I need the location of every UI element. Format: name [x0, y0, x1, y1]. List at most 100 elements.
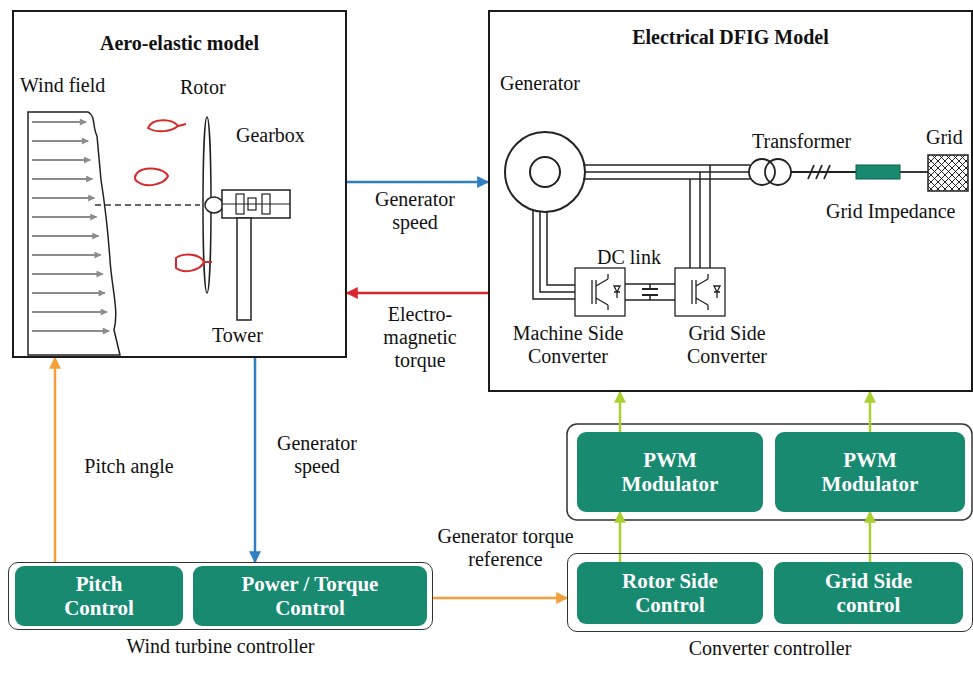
signal-arrow [433, 597, 567, 600]
group-caption: Converter controller [568, 637, 972, 660]
rotor-hub [205, 197, 223, 213]
grid-side-wires [690, 165, 710, 268]
control-block: Grid Side control [774, 562, 963, 624]
model-box: Aero-elastic model [12, 10, 347, 358]
wind-arrow [32, 273, 103, 275]
grid-symbol [928, 155, 968, 191]
part-label: Rotor [180, 76, 226, 99]
part-label: Grid Impedance [826, 200, 955, 223]
wind-arrow [32, 121, 86, 123]
part-label: Wind field [20, 74, 105, 97]
signal-arrow [347, 181, 488, 184]
tower [237, 218, 251, 320]
wind-field-outline [28, 112, 120, 355]
grid-impedance-symbol [856, 165, 900, 179]
signal-arrow [869, 512, 872, 562]
wire [709, 165, 711, 268]
shaft [222, 203, 290, 204]
part-label: Transformer [752, 130, 851, 153]
generator-inner [530, 157, 560, 187]
wind-arrows [32, 122, 109, 331]
wind-arrow [32, 159, 90, 161]
block-label: PWM Modulator [600, 448, 740, 496]
group-caption: Wind turbine controller [9, 635, 432, 658]
dc-link [625, 284, 675, 300]
rotor-axis [95, 204, 200, 206]
block-label: Grid Side control [799, 569, 939, 617]
signal-arrow [619, 392, 622, 432]
wire [533, 211, 575, 299]
signal-label: Generator torque reference [398, 525, 613, 571]
wind-arrow [32, 216, 97, 218]
part-label: Machine Side Converter [488, 322, 648, 368]
signal-label: Pitch angle [64, 455, 194, 478]
nacelle [222, 190, 290, 218]
signal-arrow [619, 512, 622, 562]
signal-arrow [347, 292, 488, 295]
igbt-symbol [592, 274, 620, 310]
block-label: Rotor Side Control [600, 569, 740, 617]
capacitor-plate [642, 288, 658, 290]
wire [583, 164, 750, 166]
rotor-wires [533, 211, 575, 299]
part-label: DC link [597, 246, 661, 269]
part-label: Generator [500, 72, 580, 95]
grid-side-converter-symbol [675, 268, 725, 316]
wind-arrow [32, 197, 94, 199]
wire [585, 171, 749, 173]
signal-arrow [254, 358, 257, 562]
part-label: Gearbox [236, 124, 305, 147]
part-label: Tower [212, 324, 263, 347]
controller-group: Rotor Side ControlGrid Side controlConve… [567, 553, 973, 632]
control-block: Power / Torque Control [193, 566, 427, 626]
generator-outer [505, 132, 585, 212]
wind-arrow [32, 292, 105, 294]
three-phase-ticks [808, 165, 830, 179]
gearbox-symbol [222, 194, 290, 214]
wire [791, 171, 856, 173]
wire [689, 179, 691, 268]
pwm-group-box [567, 424, 972, 520]
control-block: Pitch Control [15, 566, 183, 626]
wind-arrow [32, 254, 101, 256]
airfoil [148, 120, 186, 131]
model-title: Electrical DFIG Model [490, 26, 971, 49]
signal-arrow [54, 358, 57, 562]
wind-arrow [32, 140, 88, 142]
wire [900, 171, 928, 173]
block-label: Pitch Control [49, 572, 149, 620]
block-label: Power / Torque Control [233, 572, 388, 620]
wind-arrow [32, 330, 109, 332]
modulator-block: PWM Modulator [775, 432, 965, 512]
part-label: Grid [926, 126, 963, 149]
part-label: Grid Side Converter [652, 322, 802, 368]
converter-box [675, 268, 725, 316]
control-block: Rotor Side Control [577, 562, 763, 624]
wind-arrow [32, 311, 107, 313]
wind-arrow [32, 178, 92, 180]
signal-label: Electro- magnetic torque [365, 303, 475, 372]
model-title: Aero-elastic model [14, 32, 345, 55]
airfoil [176, 255, 212, 272]
wire [699, 172, 701, 268]
block-label: PWM Modulator [800, 448, 940, 496]
transformer-symbol [749, 159, 791, 185]
airfoil [135, 169, 168, 186]
igbt-symbol [692, 274, 720, 310]
machine-side-converter-symbol [575, 268, 625, 316]
wire [547, 212, 575, 285]
wind-arrow [32, 235, 99, 237]
blade-airfoils [135, 120, 212, 271]
capacitor-plate [642, 294, 658, 296]
grid-line [791, 165, 928, 179]
wire [583, 178, 750, 180]
signal-label: Generator speed [360, 188, 470, 234]
converter-box [575, 268, 625, 316]
winding [765, 159, 791, 185]
winding [749, 159, 775, 185]
modulator-block: PWM Modulator [577, 432, 763, 512]
signal-label: Generator speed [262, 432, 372, 478]
controller-group: Pitch ControlPower / Torque ControlWind … [8, 562, 433, 630]
signal-arrow [869, 392, 872, 432]
